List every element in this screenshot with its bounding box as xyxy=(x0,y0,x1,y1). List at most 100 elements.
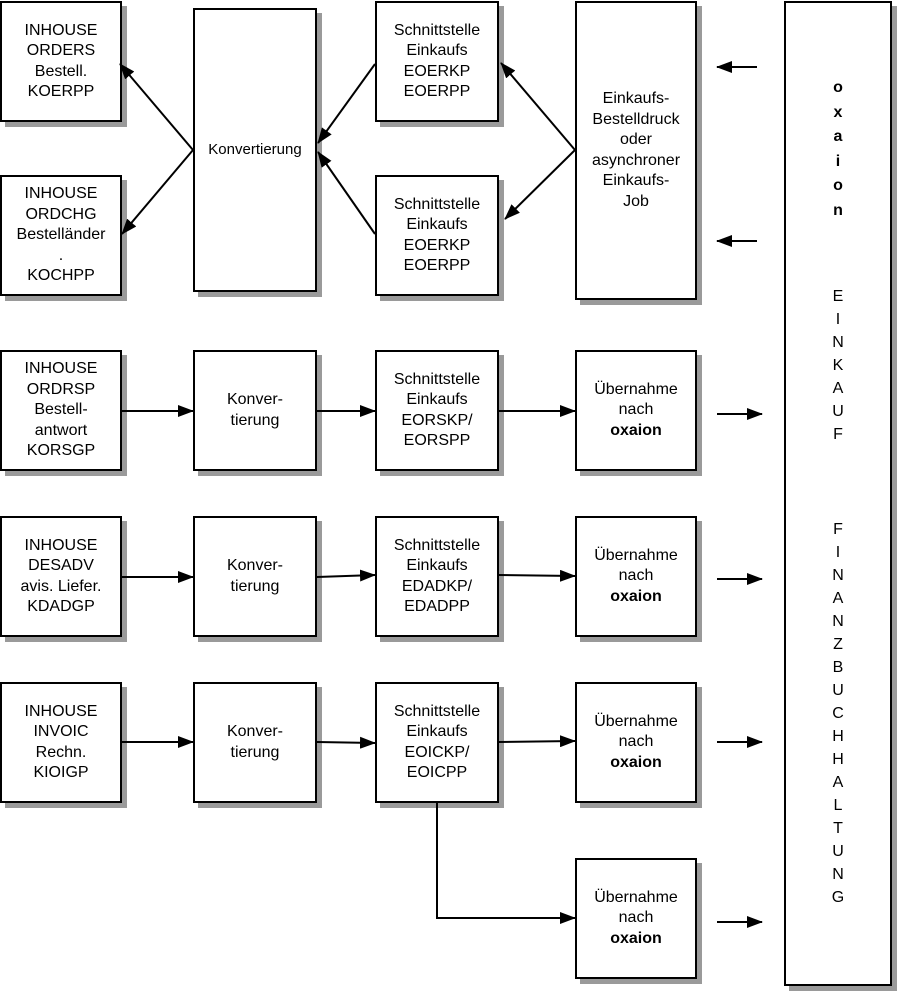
sidebar-letter: H xyxy=(832,728,844,745)
arrow-job-to-schnitt1 xyxy=(500,62,576,151)
box-text-line: INHOUSE xyxy=(24,360,98,378)
sidebar-letter: A xyxy=(832,590,844,607)
sidebar-letter: U xyxy=(832,843,844,860)
box-text-line: Job xyxy=(623,192,649,210)
sidebar-letter: N xyxy=(832,334,844,351)
box-text-line: antwort xyxy=(34,421,88,439)
sidebar-letter: I xyxy=(835,544,841,561)
box-text-line: tierung xyxy=(230,743,280,761)
box-text-line: Übernahme xyxy=(594,546,678,564)
box-text-line: EORSKP/ xyxy=(401,411,473,429)
arrow-invoic-2 xyxy=(316,736,376,749)
box-text-line: avis. Liefer. xyxy=(20,577,102,595)
box-text-line: Einkaufs xyxy=(406,723,468,740)
box-text-line: DESADV xyxy=(28,557,94,574)
box-text-line: Schnittstelle xyxy=(393,21,481,39)
box-text-line: INHOUSE xyxy=(24,185,98,203)
box-text-line: Einkaufs- xyxy=(602,90,670,107)
sidebar-letter: K xyxy=(832,357,844,374)
box-text-line: nach xyxy=(618,733,654,751)
box-text-line: EOERKP xyxy=(403,62,471,80)
sidebar-letter: A xyxy=(832,380,844,397)
sidebar-letter: o xyxy=(833,177,843,194)
arrow-invoic-branch xyxy=(436,803,576,924)
box-text-line: Einkaufs xyxy=(406,391,468,408)
box-text-line: oxaion xyxy=(610,753,662,771)
sidebar-letter: a xyxy=(833,128,843,145)
box-text-line: Rechn. xyxy=(35,743,87,761)
sidebar-letter: x xyxy=(833,103,843,121)
box-text-line: INHOUSE xyxy=(24,536,98,554)
arrow-konv-to-orders xyxy=(119,63,194,151)
sidebar-letter: U xyxy=(832,403,844,420)
arrow-desadv-3 xyxy=(498,569,576,582)
box-text-line: ORDERS xyxy=(26,42,96,59)
box-text-line: EOERPP xyxy=(403,83,471,100)
box-text-line: INHOUSE xyxy=(24,702,98,720)
box-text-line: Schnittstelle xyxy=(393,702,481,720)
box-text-line: EDADKP/ xyxy=(401,577,473,595)
arrow-konv-to-ordchg xyxy=(121,149,194,235)
sidebar-letter: n xyxy=(833,201,843,219)
box-text-line: Bestelländer xyxy=(16,226,106,244)
sidebar-letter: U xyxy=(832,682,844,699)
box-text-line: Übernahme xyxy=(594,888,678,906)
konvertierung-invoic-box: Konver-tierung xyxy=(193,682,317,803)
box-text-line: oxaion xyxy=(610,587,662,605)
box-text-line: Konver- xyxy=(226,391,284,408)
box-text-line: EOERPP xyxy=(403,257,471,274)
box-text-line: EORSPP xyxy=(403,432,471,449)
sidebar-letter: N xyxy=(832,866,844,883)
box-text-line: Konver- xyxy=(226,557,284,574)
box-text-line: oder xyxy=(619,131,653,148)
sidebar-letter: G xyxy=(831,889,845,906)
box-text-line: ORDRSP xyxy=(26,380,96,398)
box-text-line: nach xyxy=(618,909,654,927)
sidebar-letter: o xyxy=(833,79,843,96)
sidebar-letter: B xyxy=(832,659,844,676)
box-text-line: nach xyxy=(618,567,654,585)
sidebar-letter: Z xyxy=(833,636,843,653)
box-text-line: INHOUSE xyxy=(24,21,98,39)
sidebar-letter: F xyxy=(833,521,843,538)
box-text-line: Schnittstelle xyxy=(393,536,481,554)
inhouse-desadv-box: INHOUSE DESADV avis. Liefer. KDADGP xyxy=(0,516,122,637)
box-text-line: EOERKP xyxy=(403,236,471,254)
box-text-line: Bestell. xyxy=(34,62,88,80)
box-text-line: KOCHPP xyxy=(27,267,95,285)
box-text-line: oxaion xyxy=(610,421,662,439)
box-text-line: Konver- xyxy=(226,723,284,740)
box-text-line: Schnittstelle xyxy=(393,195,481,213)
box-text-line: EDADPP xyxy=(404,598,470,615)
sidebar-letter: N xyxy=(832,613,844,630)
box-text-line: Übernahme xyxy=(594,712,678,730)
box-text-line: Einkaufs- xyxy=(602,172,670,189)
box-text-line: . xyxy=(58,246,64,264)
box-text-line: ORDCHG xyxy=(25,205,97,223)
sidebar-letter: T xyxy=(833,820,843,837)
arrow-schnitt1-to-konv xyxy=(317,63,376,144)
arrow-invoic-3 xyxy=(498,735,576,748)
box-text-line: KIOIGP xyxy=(33,764,89,781)
box-text-line: nach xyxy=(618,401,654,419)
box-text-line: KDADGP xyxy=(27,598,95,615)
konvertierung-ordrsp-box: Konver-tierung xyxy=(193,350,317,471)
arrow-job-to-schnitt2 xyxy=(504,149,576,220)
box-text-line: asynchroner xyxy=(591,151,681,169)
sidebar-letter: i xyxy=(835,152,841,170)
uebernahme-desadv-box: Übernahme nach oxaion xyxy=(575,516,697,637)
box-text-line: tierung xyxy=(230,411,280,429)
